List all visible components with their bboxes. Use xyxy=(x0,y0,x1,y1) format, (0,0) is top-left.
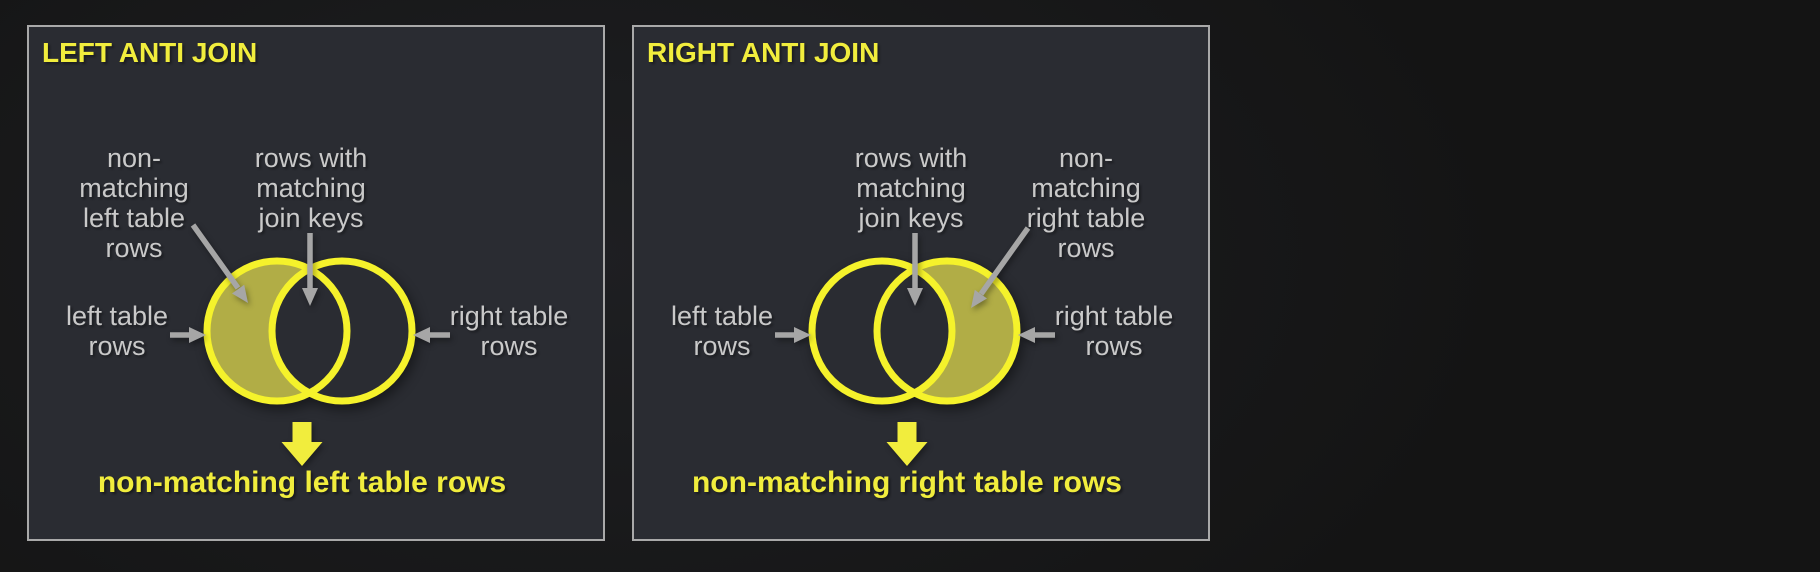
annotation-arrows xyxy=(170,223,450,466)
venn-diagram xyxy=(775,226,1055,466)
non-matching-pointer-arrow-icon xyxy=(190,223,248,303)
label-non-matching-rows: non- matching right table rows xyxy=(1026,143,1146,263)
result-text: non-matching right table rows xyxy=(691,466,1122,499)
venn-diagram xyxy=(170,223,450,466)
non-matching-pointer-arrow-icon xyxy=(971,226,1031,308)
label-right-table-rows: right table rows xyxy=(449,301,569,361)
left-circle xyxy=(808,257,956,405)
annotation-arrows xyxy=(775,226,1055,466)
down-arrow-icon xyxy=(281,422,323,466)
right-circle xyxy=(873,257,1021,405)
panel-title: LEFT ANTI JOIN xyxy=(42,37,258,68)
label-left-table-rows: left table rows xyxy=(670,301,774,361)
left-table-pointer-arrow-icon xyxy=(170,327,206,343)
left-anti-join-panel: LEFT ANTI JOIN xyxy=(27,25,605,541)
left-circle xyxy=(203,257,351,405)
label-right-table-rows: right table rows xyxy=(1054,301,1174,361)
right-circle xyxy=(268,257,416,405)
label-matching-join-keys: rows with matching join keys xyxy=(854,143,968,233)
matching-keys-pointer-arrow-icon xyxy=(302,233,318,306)
result-text: non-matching left table rows xyxy=(97,466,507,499)
right-table-pointer-arrow-icon xyxy=(1018,327,1055,343)
label-left-table-rows: left table rows xyxy=(65,301,169,361)
label-matching-join-keys: rows with matching join keys xyxy=(254,143,368,233)
right-table-pointer-arrow-icon xyxy=(413,327,450,343)
label-non-matching-rows: non- matching left table rows xyxy=(79,143,189,263)
left-table-pointer-arrow-icon xyxy=(775,327,811,343)
panel-title: RIGHT ANTI JOIN xyxy=(647,37,880,68)
right-anti-join-panel: RIGHT ANTI JOIN xyxy=(632,25,1210,541)
down-arrow-icon xyxy=(886,422,928,466)
matching-keys-pointer-arrow-icon xyxy=(907,233,923,306)
